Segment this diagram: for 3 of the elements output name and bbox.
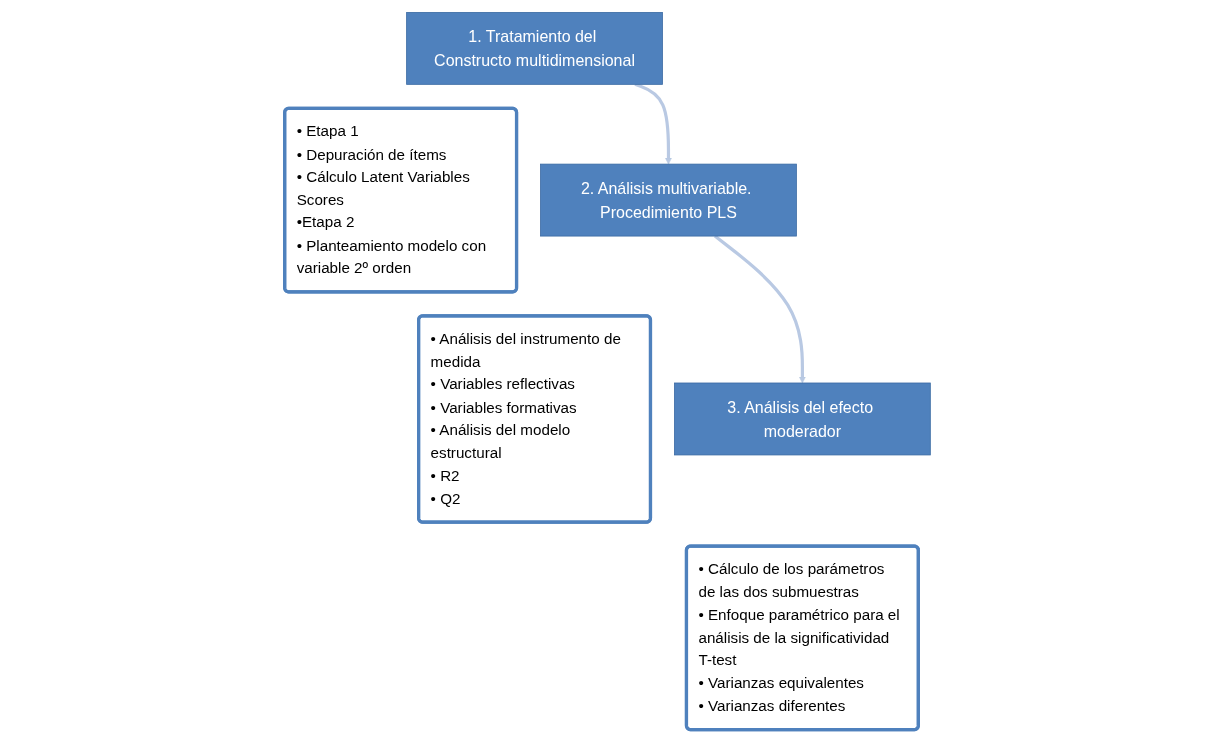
node-box: 3. Análisis del efecto moderador <box>674 382 931 456</box>
node-box: 1. Tratamiento del Constructo multidimensional <box>406 12 663 85</box>
node-box: 2. Análisis multivariable. Procedimiento PLS <box>540 163 797 237</box>
